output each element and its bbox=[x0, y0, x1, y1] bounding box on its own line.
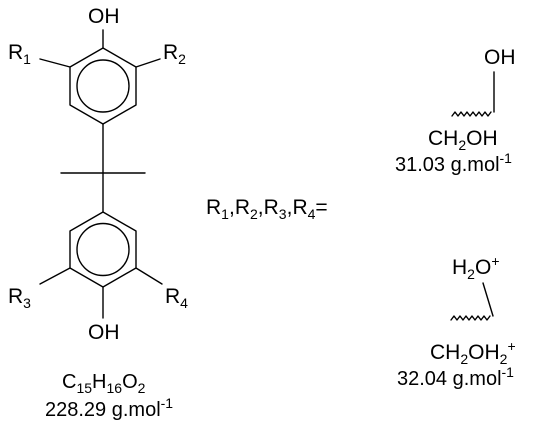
isopropylidene-bridge bbox=[60, 123, 146, 213]
bottom-benzene-ring bbox=[39, 211, 163, 319]
protonated-oxygen-label: H2O+ bbox=[452, 253, 500, 282]
top-ring-aromatic-circle bbox=[76, 59, 130, 113]
wavy-bond-2 bbox=[450, 315, 491, 321]
hydroxymethyl-formula: CH2OH bbox=[428, 127, 498, 153]
r1-bond bbox=[39, 58, 71, 68]
bisphenol-formula: C15H16O2 bbox=[62, 371, 146, 396]
bottom-hydroxyl-label: OH bbox=[88, 321, 120, 344]
hydroxymethyl-group-bonds bbox=[451, 71, 495, 117]
r3-bond bbox=[39, 267, 71, 285]
r2-bond bbox=[135, 58, 161, 68]
bottom-ring-aromatic-circle bbox=[76, 222, 130, 277]
top-hydroxyl-label: OH bbox=[88, 5, 120, 28]
top-benzene-ring bbox=[39, 29, 161, 125]
protonated-group-bonds bbox=[450, 282, 494, 321]
substituent-definition: R1,R2,R3,R4= bbox=[206, 196, 328, 222]
r4-label: R4 bbox=[165, 285, 188, 311]
protonated-group-formula: CH2OH2+ bbox=[430, 338, 516, 367]
r2-label: R2 bbox=[163, 41, 186, 67]
r1-label: R1 bbox=[8, 41, 31, 67]
protonated-group-molar-mass: 32.04 g.mol-1 bbox=[397, 364, 514, 390]
wavy-bond-1 bbox=[451, 111, 492, 117]
r3-label: R3 bbox=[8, 285, 31, 311]
c-o-bond-2 bbox=[482, 282, 494, 317]
bisphenol-molar-mass: 228.29 g.mol-1 bbox=[45, 395, 174, 421]
r4-bond bbox=[135, 267, 163, 285]
hydroxymethyl-oh-label: OH bbox=[484, 46, 516, 69]
hydroxymethyl-molar-mass: 31.03 g.mol-1 bbox=[395, 150, 512, 176]
